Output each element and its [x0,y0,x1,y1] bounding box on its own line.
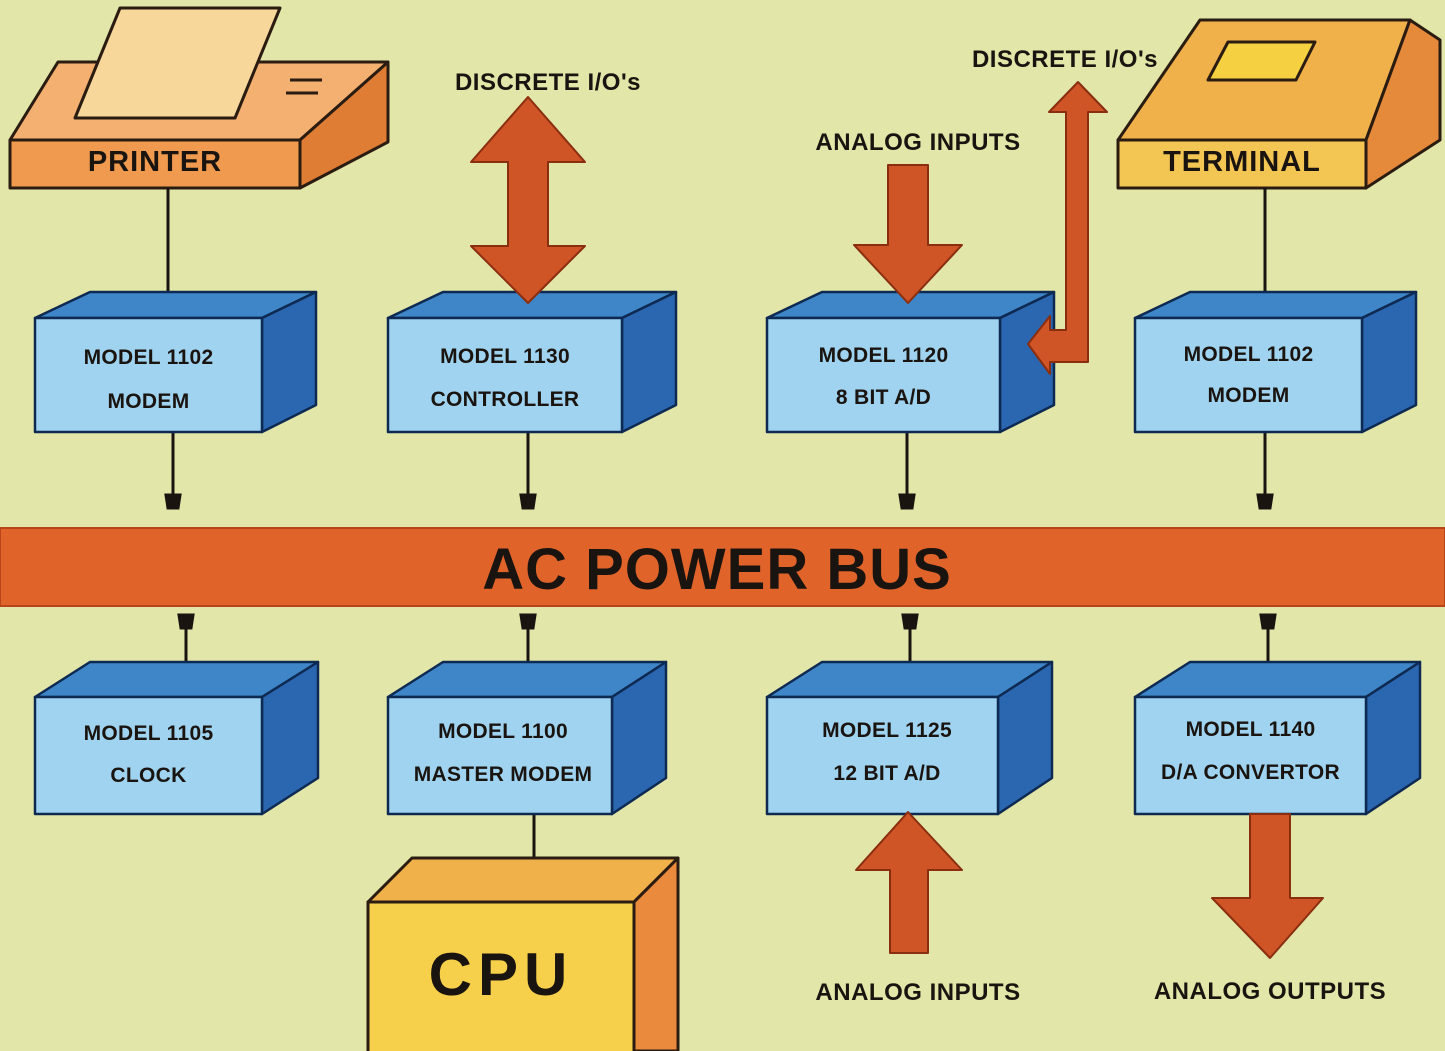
ac-power-bus-label: AC POWER BUS [482,537,952,602]
analog-inputs-label-bottom: ANALOG INPUTS [815,979,1021,1006]
module-model: MODEL 1125 [822,719,952,742]
terminal-label: TERMINAL [1163,146,1321,178]
module-boxes [33,290,1422,816]
printer-label: PRINTER [87,146,223,178]
module-model: MODEL 1105 [83,722,214,745]
module-function: 12 BIT A/D [833,762,941,785]
discrete-io-arrow-bent [1027,81,1108,375]
module-function: CLOCK [110,764,187,787]
module-model: MODEL 1100 [438,720,568,743]
module-function: CONTROLLER [430,388,580,411]
module-function: 8 BIT A/D [835,386,932,409]
cpu-icon [366,856,680,1051]
analog-input-arrow-up [855,811,963,954]
analog-inputs-label-top: ANALOG INPUTS [815,129,1021,156]
terminal-icon [1116,18,1442,190]
module-model: MODEL 1102 [83,346,214,369]
printer-icon [8,6,390,190]
module-function: MODEM [1207,384,1290,407]
module-model: MODEL 1102 [1183,343,1314,366]
ac-power-bus [0,527,1445,607]
module-function: MASTER MODEM [413,763,593,786]
arrows [470,81,1324,959]
analog-input-arrow-down [853,164,963,304]
cpu-label: CPU [428,941,574,1008]
module-function: MODEM [107,390,190,413]
module-model: MODEL 1120 [818,344,949,367]
module-model: MODEL 1130 [440,345,570,368]
discrete-io-label-left: DISCRETE I/O's [454,69,642,96]
analog-output-arrow-down [1211,813,1324,959]
module-function: D/A CONVERTOR [1161,761,1340,784]
discrete-io-label-right: DISCRETE I/O's [971,46,1159,73]
discrete-io-arrow-bidirectional [470,96,586,304]
module-model: MODEL 1140 [1185,718,1316,741]
connector-lines [164,188,1277,870]
analog-outputs-label: ANALOG OUTPUTS [1153,978,1387,1005]
